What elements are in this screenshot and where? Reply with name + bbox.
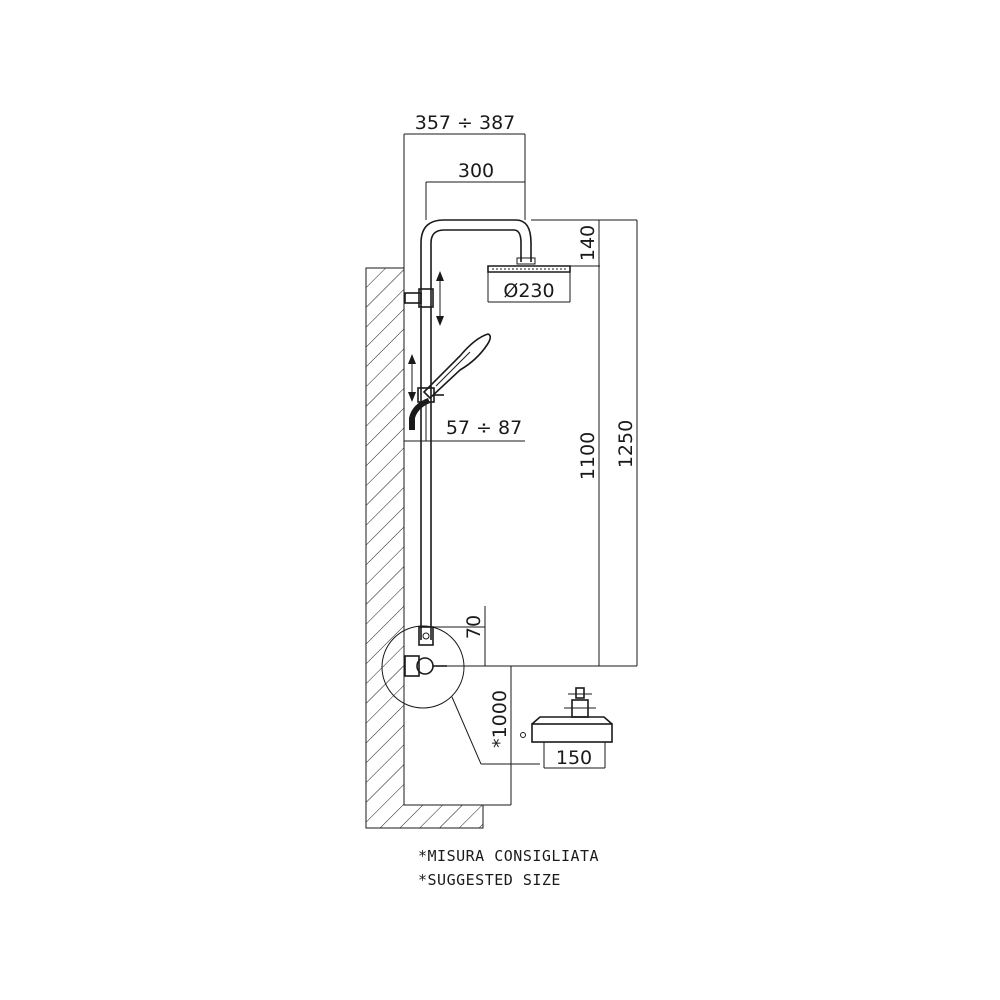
dim-column-height: 1100 [577, 432, 599, 480]
wall-section [365, 267, 484, 829]
handshower [408, 333, 492, 430]
dim-total-reach: 357 ÷ 387 [415, 112, 516, 134]
dimension-lines [403, 133, 638, 805]
dim-total-height: 1250 [615, 420, 637, 468]
note-italian: *MISURA CONSIGLIATA [418, 847, 600, 865]
dim-handshower-reach: 57 ÷ 87 [446, 417, 522, 439]
dim-install-height: *1000 [489, 690, 511, 748]
detail-circle [381, 625, 465, 709]
shower-head [487, 257, 571, 273]
note-english: *SUGGESTED SIZE [418, 871, 561, 889]
dim-arm-length: 300 [458, 160, 494, 182]
dim-mixer-offset: 70 [463, 615, 485, 639]
thermostatic-mixer [381, 625, 540, 765]
mixer-front-detail [520, 687, 613, 743]
dim-mixer-width: 150 [556, 747, 592, 769]
dim-head-diameter: Ø230 [503, 280, 554, 302]
wall-bracket [404, 271, 444, 326]
dim-head-drop: 140 [577, 225, 599, 261]
